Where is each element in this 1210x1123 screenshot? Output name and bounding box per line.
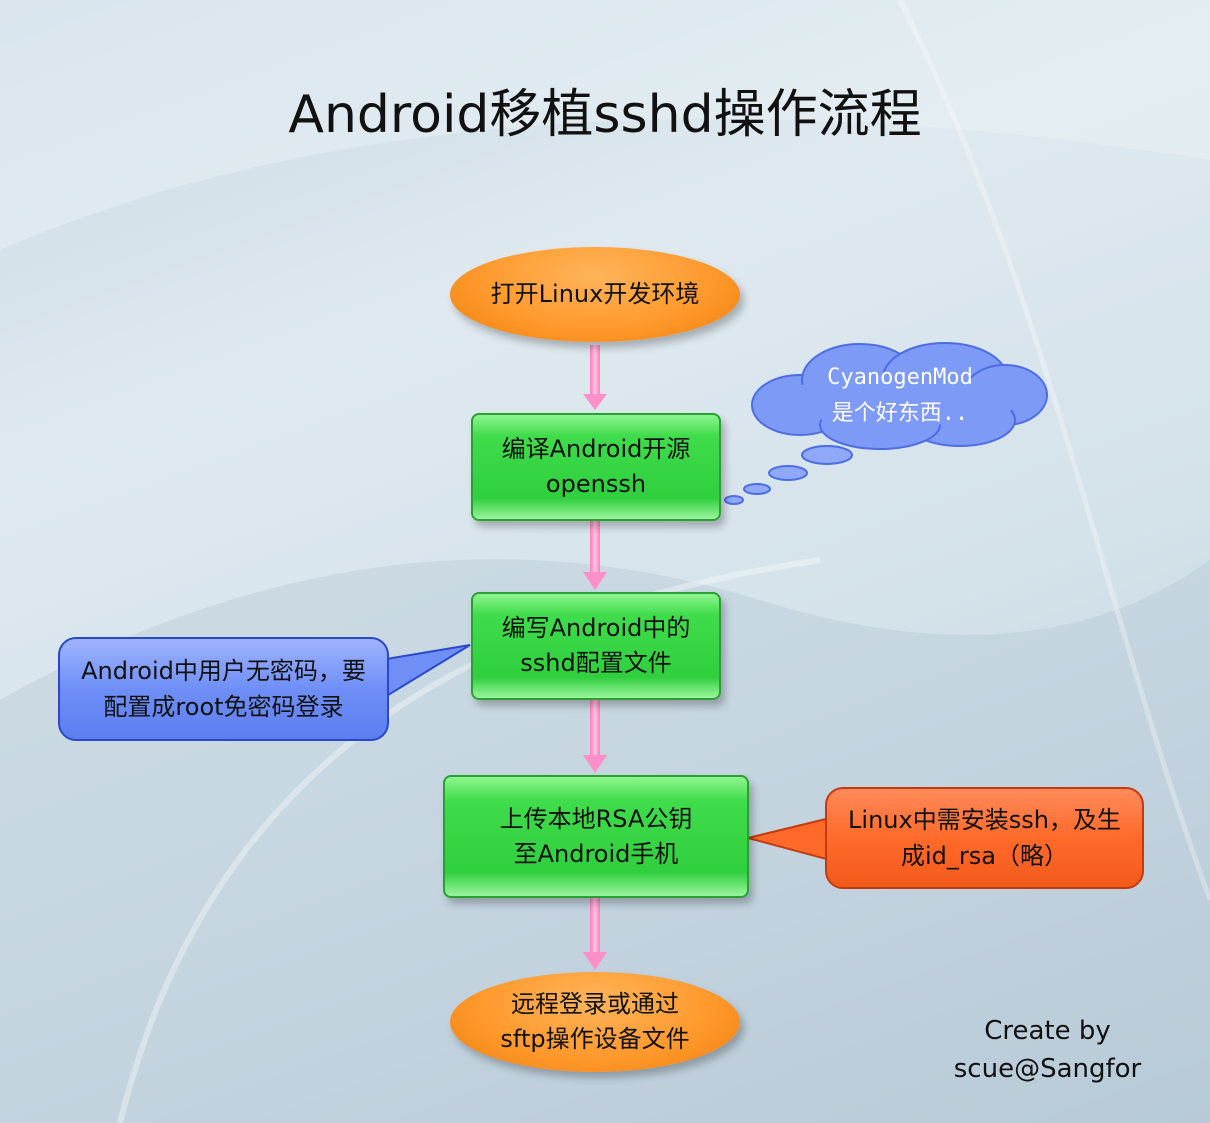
callout-install-ssh: Linux中需安装ssh，及生 成id_rsa（略） [825, 787, 1144, 889]
cloud-callout-line2: 是个好东西.. [831, 401, 969, 426]
callout-root-login: Android中用户无密码，要 配置成root免密码登录 [58, 637, 389, 741]
flow-step-upload-key-line1: 上传本地RSA公钥 [499, 804, 693, 833]
flow-step-upload-key-line2: 至Android手机 [513, 839, 679, 868]
author-credit-line2: scue@Sangfor [953, 1054, 1142, 1084]
callout-root-login-line1: Android中用户无密码，要 [81, 657, 366, 685]
cloud-callout-line1: CyanogenMod [827, 365, 973, 390]
flow-step-upload-key: 上传本地RSA公钥 至Android手机 [443, 775, 749, 898]
flow-step-end-line1: 远程登录或通过 [511, 990, 679, 1018]
flow-step-compile-line2: openssh [545, 470, 647, 498]
flow-step-configure-line2: sshd配置文件 [520, 649, 672, 677]
page-title: Android移植sshd操作流程 [288, 85, 922, 145]
author-credit: Create by scue@Sangfor [940, 1012, 1155, 1088]
callout-install-ssh-line2: 成id_rsa（略） [901, 842, 1068, 870]
flow-step-configure-line1: 编写Android中的 [501, 614, 691, 642]
flow-step-compile-line1: 编译Android开源 [501, 435, 691, 463]
flow-step-end: 远程登录或通过 sftp操作设备文件 [450, 972, 740, 1072]
cloud-callout-text: CyanogenMod 是个好东西.. [780, 360, 1020, 432]
callout-root-login-line2: 配置成root免密码登录 [103, 693, 344, 721]
callout-install-ssh-line1: Linux中需安装ssh，及生 [848, 806, 1121, 834]
flow-step-compile: 编译Android开源 openssh [471, 413, 721, 521]
flow-step-start-label: 打开Linux开发环境 [490, 280, 700, 308]
flow-step-start: 打开Linux开发环境 [450, 247, 740, 342]
flow-step-configure: 编写Android中的 sshd配置文件 [471, 592, 721, 700]
author-credit-line1: Create by [984, 1016, 1111, 1046]
flow-step-end-line2: sftp操作设备文件 [500, 1025, 690, 1053]
